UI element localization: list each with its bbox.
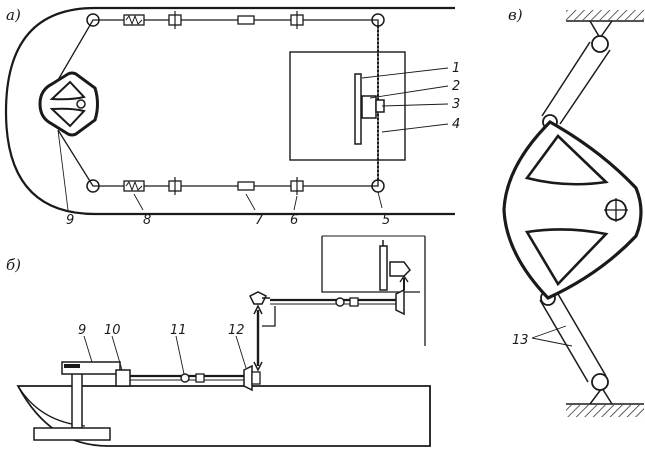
quadrant-hub [64,364,80,368]
callout-9-plan: 9 [66,213,74,228]
callout-9-side: 9 [78,323,86,338]
view-c-detail: в) [502,6,644,417]
cable-coupling [237,181,255,191]
rudder-stock [71,371,83,429]
spring-buffer [123,14,145,26]
turnbuckle [168,11,182,29]
hull-outline [4,6,455,216]
bevel-gear [243,364,253,392]
shaft-arrow [253,361,263,372]
shaft-coupling [180,373,190,383]
tension-rods [539,41,611,383]
shaft-arrow [253,304,263,315]
callout-8: 8 [143,213,151,228]
leader-lines [57,67,449,211]
turnbuckle [290,11,304,29]
callout-7: 7 [255,213,264,228]
leader-lines-b [83,335,247,375]
shaft-coupling [335,297,345,307]
steering-wheel-side [379,245,388,291]
spring-buffer [123,180,145,192]
turnbuckle [168,177,182,195]
callout-13: 13 [512,333,529,348]
guide-pulley [86,13,100,27]
shaft-bearing [195,373,205,383]
callout-1: 1 [452,61,460,76]
rudder-quadrant-detail [502,120,643,300]
rudder-quadrant [38,71,99,137]
pin-joint [591,35,609,53]
callout-5: 5 [382,213,390,228]
guide-pulley [371,13,385,27]
pin-joint [591,373,609,391]
callout-6: 6 [290,213,298,228]
view-a-plan: а) [4,6,460,228]
wheelhouse-floor [321,236,420,293]
callout-10: 10 [104,323,121,338]
callout-4: 4 [452,117,460,132]
section-label-b: б) [6,256,21,274]
bevel-gear [395,288,405,316]
bevel-gearbox [115,369,131,387]
bevel-gear [248,291,268,305]
hatched-support-bottom [566,405,644,417]
gear-compartment [289,51,406,161]
view-b-elevation: б) [6,235,431,447]
section-label-c: в) [508,6,523,24]
callout-2: 2 [452,79,460,94]
callout-11: 11 [170,323,187,338]
bevel-housing [251,371,261,385]
hatched-support-top [566,10,644,20]
callout-12: 12 [228,323,245,338]
section-label-a: а) [6,6,21,24]
steering-cable [57,19,379,187]
shaft-bearing [349,297,359,307]
leader-lines-c [531,325,573,347]
guide-pulley [86,179,100,193]
cable-coupling [237,15,255,25]
rudder-blade [33,427,111,441]
steering-wheel [354,73,362,145]
deck-step [262,306,276,327]
callout-3: 3 [452,97,460,112]
wheel-gearbox [389,261,411,277]
turnbuckle [290,177,304,195]
gearbox [361,95,377,119]
